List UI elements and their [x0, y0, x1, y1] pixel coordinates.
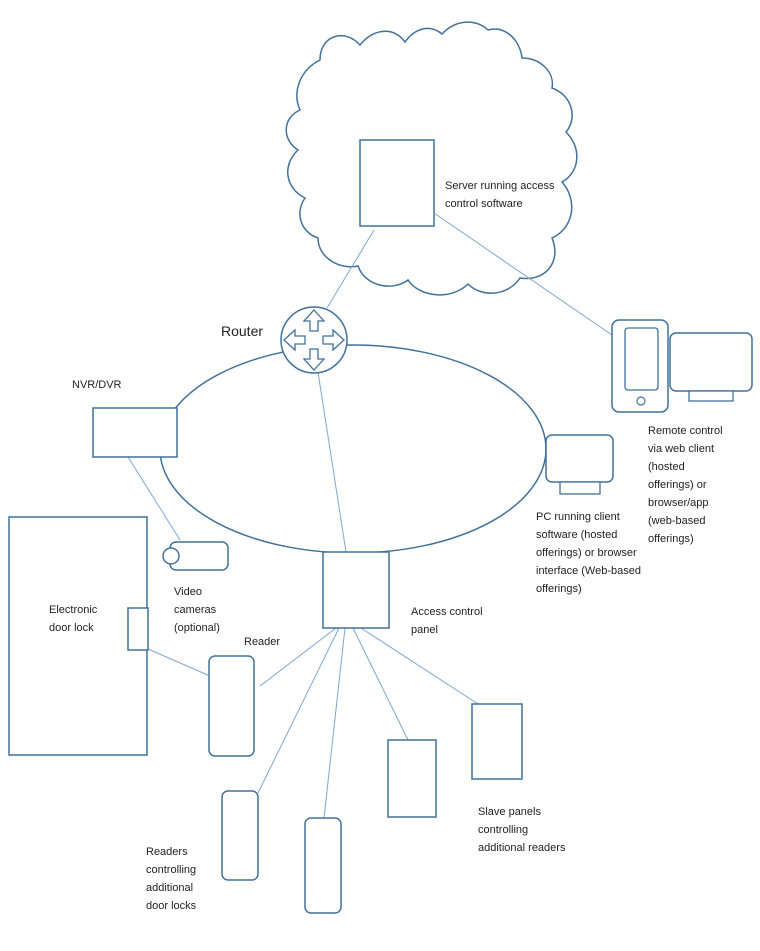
link-router-panel: [317, 371, 347, 553]
reader-box: [208, 655, 255, 757]
cloud-icon: [285, 21, 578, 296]
nvr-box: [92, 407, 178, 458]
reader-label: Reader: [244, 636, 281, 648]
remote-control-label: Remote control via web client (hosted of…: [648, 425, 723, 545]
link-doorlock-reader: [147, 648, 211, 677]
link-panel-slave-2: [360, 627, 479, 705]
access-control-panel-label: Access control panel: [411, 606, 483, 636]
router-label: Router: [221, 323, 264, 339]
link-server-router: [326, 229, 375, 309]
link-panel-reader-3: [323, 627, 346, 819]
monitor-icon: [669, 332, 753, 402]
door-lock: [127, 607, 149, 651]
link-nvr-camera: [127, 456, 181, 541]
slave-panel-box-1: [387, 739, 437, 818]
link-panel-reader-2: [257, 627, 340, 794]
video-camera-icon: [162, 541, 229, 571]
network-ring: [159, 344, 547, 554]
additional-reader-box-2: [304, 817, 342, 914]
pc-monitor-icon: [545, 434, 614, 495]
additional-reader-box-1: [221, 790, 259, 881]
slave-panel-box-2: [471, 703, 523, 780]
remote-devices: [611, 319, 753, 413]
pc-client-label: PC running client software (hosted offer…: [536, 511, 641, 595]
smartphone-icon: [611, 319, 669, 413]
server-box: [359, 139, 435, 227]
access-control-panel-box: [322, 551, 390, 629]
slave-panels-label: Slave panels controlling additional read…: [478, 806, 566, 854]
router-icon: [280, 306, 348, 374]
nvr-label: NVR/DVR: [72, 379, 122, 391]
link-server-remote: [433, 212, 613, 336]
server-label: Server running access control software: [445, 180, 555, 210]
link-panel-slave-1: [352, 627, 409, 741]
door-lock-label: Electronic door lock: [49, 604, 98, 634]
video-cameras-label: Video cameras (optional): [174, 586, 220, 634]
connection-lines: [127, 212, 613, 819]
additional-readers-label: Readers controlling additional door lock…: [146, 846, 197, 912]
link-panel-reader: [259, 627, 337, 687]
